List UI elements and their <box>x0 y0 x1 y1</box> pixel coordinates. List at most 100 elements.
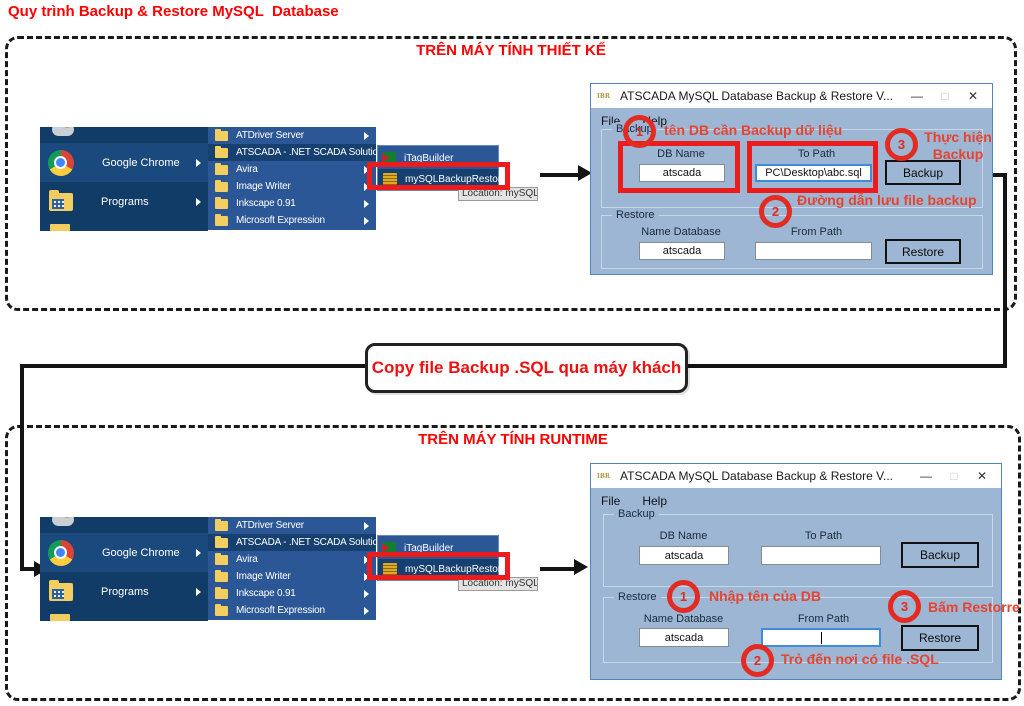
backup-restore-window-runtime: IBR ATSCADA MySQL Database Backup & Rest… <box>590 463 1002 680</box>
step-text-3-line1: Thực hiện <box>924 129 992 145</box>
db-name-input[interactable]: atscada <box>639 546 729 565</box>
from-path-input[interactable] <box>755 242 872 260</box>
folder-icon <box>50 614 70 621</box>
menu-item-label: Inkscape 0.91 <box>236 198 296 209</box>
menu-item-google-chrome[interactable]: Google Chrome <box>40 533 208 572</box>
backup-button[interactable]: Backup <box>885 160 961 185</box>
window-title: ATSCADA MySQL Database Backup & Restore … <box>620 469 894 483</box>
menu-item-google-chrome[interactable]: Google Chrome <box>40 143 208 182</box>
restore-button[interactable]: Restore <box>901 625 979 651</box>
menu-item-mysqlbackuprestore[interactable]: mySQLBackupRestore <box>378 169 507 189</box>
folder-icon <box>215 586 228 599</box>
step-text-2-runtime: Trỏ đến nơi có file .SQL <box>781 651 939 667</box>
chrome-icon <box>48 539 74 566</box>
menu-item-programs[interactable]: Programs <box>40 182 208 221</box>
cloud-icon <box>52 127 74 136</box>
menu-item-label: ATDriver Server <box>236 520 304 531</box>
name-database-input[interactable]: atscada <box>639 242 725 260</box>
menu-item-mysqlbackuprestore[interactable]: mySQLBackupRestore <box>378 559 507 579</box>
menu-item-programs[interactable]: Programs <box>40 572 208 611</box>
menu-item-inkscape[interactable]: Inkscape 0.91 <box>208 585 376 602</box>
step-text-2-design: Đường dẫn lưu file backup <box>797 192 977 208</box>
menu-file[interactable]: File <box>601 494 621 508</box>
minimize-button[interactable]: — <box>920 469 932 483</box>
restore-button[interactable]: Restore <box>885 239 961 264</box>
highlight-rectangle-topath <box>747 141 878 193</box>
menu-item-atscada-solution[interactable]: ATSCADA - .NET SCADA Solution <box>208 144 376 161</box>
menu-item-label: mySQLBackupRestore <box>405 563 507 575</box>
menu-item-partial-bottom[interactable] <box>40 221 208 231</box>
menu-item-label: Google Chrome <box>102 546 180 559</box>
flow-line-to-copybox-right <box>688 364 1007 368</box>
close-button[interactable]: ✕ <box>967 89 979 103</box>
menu-help[interactable]: Help <box>642 494 668 508</box>
window-titlebar[interactable]: IBR ATSCADA MySQL Database Backup & Rest… <box>591 84 992 108</box>
menu-item-label: Microsoft Expression <box>236 605 325 616</box>
menu-item-partial-top[interactable] <box>40 127 208 143</box>
mysqlbackuprestore-icon <box>383 173 397 185</box>
design-section-box: TRÊN MÁY TÍNH THIẾT KẾ <box>5 36 1017 311</box>
app-icon: IBR <box>597 92 611 100</box>
menu-item-partial-bottom[interactable] <box>40 611 208 621</box>
chevron-right-icon <box>364 555 369 564</box>
menu-item-label: Microsoft Expression <box>236 215 325 226</box>
menu-item-label: iTagBuilder <box>404 152 454 164</box>
chevron-right-icon <box>364 131 369 140</box>
maximize-button[interactable]: □ <box>941 89 949 103</box>
name-database-label: Name Database <box>643 613 724 625</box>
restore-group-label: Restore <box>614 591 661 603</box>
start-menu-left-column: Google Chrome Programs <box>40 517 208 621</box>
window-titlebar[interactable]: IBR ATSCADA MySQL Database Backup & Rest… <box>591 464 1001 488</box>
maximize-button[interactable]: □ <box>950 469 958 483</box>
folder-icon <box>215 128 228 141</box>
flow-line-menu-to-window-design <box>540 173 580 177</box>
backup-button[interactable]: Backup <box>901 542 979 568</box>
restore-group-label: Restore <box>612 209 659 221</box>
db-name-input[interactable]: atscada <box>639 164 725 182</box>
menu-item-label: ATDriver Server <box>236 130 304 141</box>
to-path-input[interactable] <box>761 546 881 565</box>
menu-item-label: iTagBuilder <box>404 542 454 554</box>
close-button[interactable]: ✕ <box>976 469 988 483</box>
menu-item-label: Inkscape 0.91 <box>236 588 296 599</box>
start-menu-runtime: Google Chrome Programs ATDriver Server A… <box>40 517 580 621</box>
start-menu-submenu: iTagBuilder mySQLBackupRestore <box>377 535 507 581</box>
menu-item-avira[interactable]: Avira <box>208 551 376 568</box>
highlight-rectangle <box>367 162 510 190</box>
highlight-rectangle <box>367 552 510 580</box>
menu-item-label: Programs <box>101 585 149 598</box>
folder-icon <box>215 145 228 158</box>
menu-item-itagbuilder[interactable]: iTagBuilder <box>378 538 498 558</box>
menu-item-inkscape[interactable]: Inkscape 0.91 <box>208 195 376 212</box>
from-path-input[interactable] <box>761 628 881 647</box>
backup-groupbox: Backup <box>603 508 993 587</box>
window-menubar: File Help <box>591 488 1001 508</box>
runtime-section-box: TRÊN MÁY TÍNH RUNTIME <box>5 425 1021 701</box>
menu-item-avira[interactable]: Avira <box>208 161 376 178</box>
menu-item-label: ATSCADA - .NET SCADA Solution <box>236 147 376 158</box>
step-text-1-design: tên DB cần Backup dữ liệu <box>664 122 843 138</box>
menu-item-atdriver-server[interactable]: ATDriver Server <box>208 517 376 534</box>
chevron-right-icon <box>196 548 201 557</box>
itagbuilder-icon <box>382 541 396 555</box>
menu-item-image-writer[interactable]: Image Writer <box>208 568 376 585</box>
chevron-right-icon <box>196 197 201 206</box>
flow-line-menu-to-window-runtime <box>540 567 576 571</box>
chevron-right-icon <box>364 165 369 174</box>
itagbuilder-icon <box>382 151 396 165</box>
to-path-input[interactable]: PC\Desktop\abc.sql <box>755 164 872 182</box>
menu-item-atscada-solution[interactable]: ATSCADA - .NET SCADA Solution <box>208 534 376 551</box>
menu-item-atdriver-server[interactable]: ATDriver Server <box>208 127 376 144</box>
menu-item-itagbuilder[interactable]: iTagBuilder <box>378 148 498 168</box>
folder-icon <box>215 518 228 531</box>
folder-icon <box>215 196 228 209</box>
name-database-input[interactable]: atscada <box>639 628 729 647</box>
to-path-label: To Path <box>804 530 843 542</box>
menu-item-partial-top[interactable] <box>40 517 208 533</box>
menu-item-microsoft-expression[interactable]: Microsoft Expression <box>208 212 376 229</box>
menu-item-image-writer[interactable]: Image Writer <box>208 178 376 195</box>
menu-item-label: ATSCADA - .NET SCADA Solution <box>236 537 376 548</box>
minimize-button[interactable]: — <box>911 89 923 103</box>
folder-icon <box>215 213 228 226</box>
menu-item-microsoft-expression[interactable]: Microsoft Expression <box>208 602 376 619</box>
